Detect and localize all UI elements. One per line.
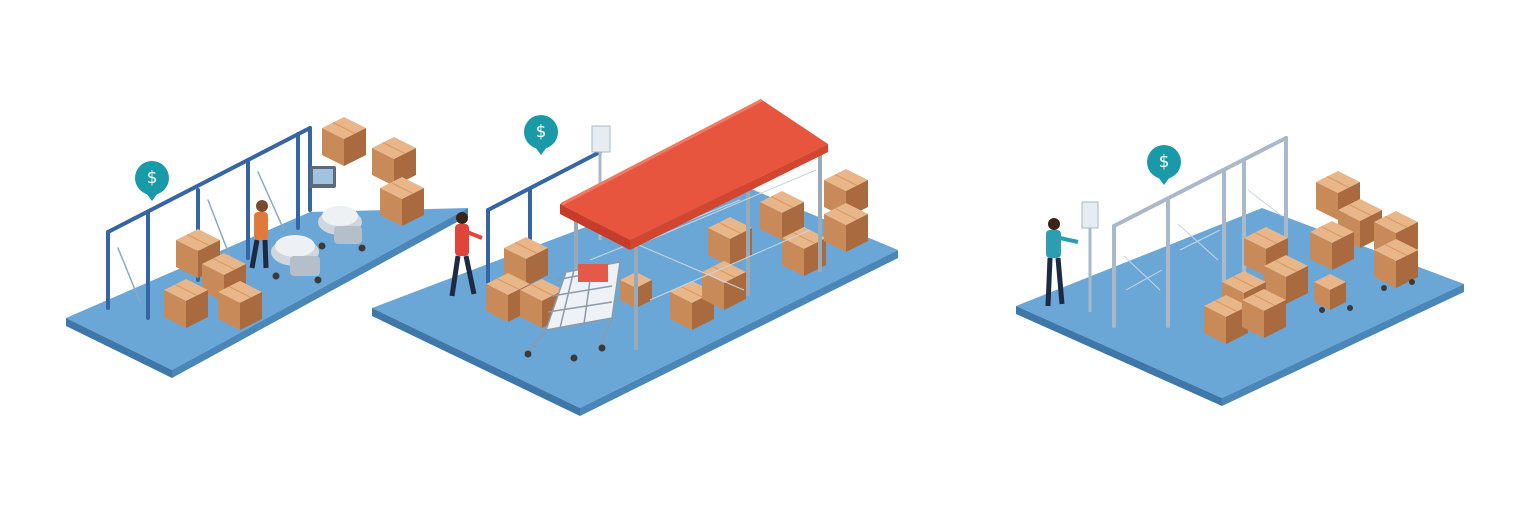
worker-middle <box>449 212 483 297</box>
security-gate-frames <box>106 126 312 320</box>
worker-left <box>249 200 269 269</box>
dollar-icon: $ <box>536 122 547 142</box>
left-warehouse: $ <box>66 116 468 378</box>
scanner-panel-right <box>1081 201 1099 229</box>
dollar-icon: $ <box>1159 152 1170 172</box>
dollar-badge-left: $ <box>135 161 169 201</box>
dollar-icon: $ <box>147 168 158 188</box>
pallet-wheels <box>1319 279 1415 313</box>
shopping-cart <box>524 261 621 362</box>
right-warehouse: $ <box>1016 136 1464 406</box>
middle-warehouse: $ <box>372 98 898 416</box>
scanner-panel <box>591 125 611 153</box>
dollar-badge-middle: $ <box>524 115 558 155</box>
worker-right <box>1045 218 1079 307</box>
gate-mesh <box>1123 189 1283 291</box>
red-canopy-roof <box>560 98 828 250</box>
scanner-carts <box>271 166 366 284</box>
dollar-badge-right: $ <box>1147 145 1181 185</box>
